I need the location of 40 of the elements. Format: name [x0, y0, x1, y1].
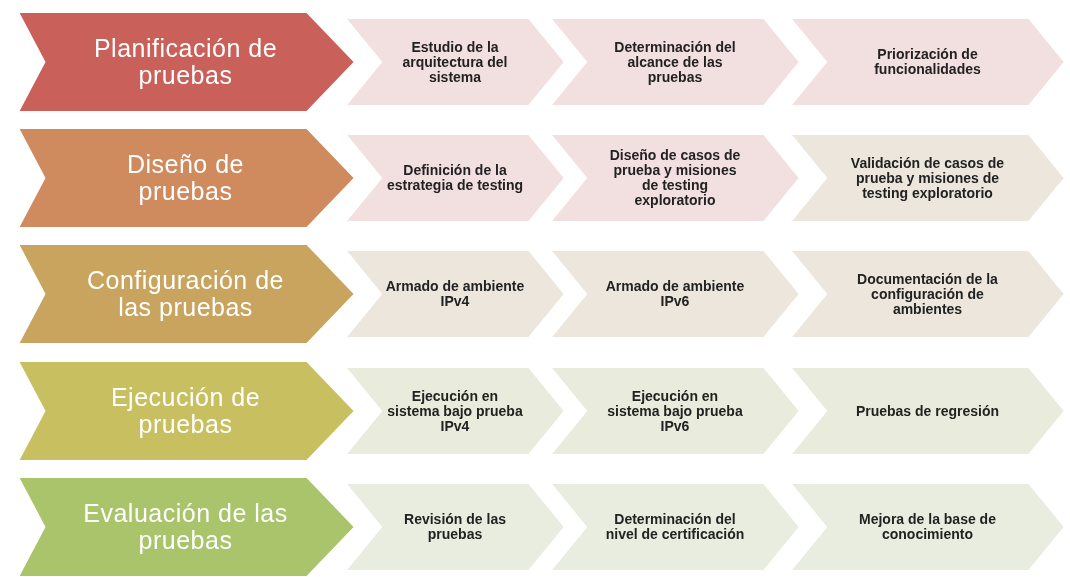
task-text: Estudio de la arquitectura del sistema: [401, 39, 509, 85]
task-step: [790, 18, 1065, 106]
stage-banner: [18, 361, 355, 461]
stage-title: Planificación de pruebas: [92, 35, 279, 89]
task-text: Revisión de las pruebas: [403, 512, 507, 542]
task-text: Mejora de la base de conocimiento: [858, 512, 997, 542]
task-step: [345, 367, 565, 455]
task-text: Armado de ambiente IPv6: [605, 279, 745, 309]
stage-title: Ejecución de pruebas: [109, 384, 262, 438]
task-step: [345, 134, 565, 222]
stage-title: Configuración de las pruebas: [86, 267, 285, 321]
task-step: [790, 134, 1065, 222]
task-step: [345, 18, 565, 106]
task-step: [345, 483, 565, 571]
stage-banner: [18, 244, 355, 344]
stage-title: Diseño de pruebas: [125, 151, 246, 205]
stage-banner: [18, 128, 355, 228]
task-text: Pruebas de regresión: [855, 403, 1000, 419]
task-step: [550, 18, 800, 106]
task-step: [550, 367, 800, 455]
task-step: [790, 483, 1065, 571]
task-step: [550, 483, 800, 571]
task-text: Documentación de la configuración de ambientes: [856, 271, 999, 317]
task-text: Ejecución en sistema bajo prueba IPv6: [606, 388, 744, 434]
task-text: Priorización de funcionalidades: [873, 47, 982, 77]
stage-banner: [18, 477, 355, 577]
task-text: Armado de ambiente IPv4: [385, 279, 525, 309]
task-step: [790, 367, 1065, 455]
task-step: [550, 250, 800, 338]
stage-banner: [18, 12, 355, 112]
task-step: [550, 134, 800, 222]
task-text: Validación de casos de prueba y misiones de testing exploratorio: [849, 155, 1006, 201]
task-text: Determinación del alcance de las pruebas: [613, 39, 737, 85]
task-text: Ejecución en sistema bajo prueba IPv4: [386, 388, 524, 434]
task-text: Diseño de casos de prueba y misiones de testing exploratorio: [608, 148, 742, 208]
task-text: Definición de la estrategia de testing: [385, 163, 525, 193]
task-step: [790, 250, 1065, 338]
task-text: Determinación del nivel de certificación: [605, 512, 745, 542]
stage-title: Evaluación de las pruebas: [82, 500, 289, 554]
task-step: [345, 250, 565, 338]
